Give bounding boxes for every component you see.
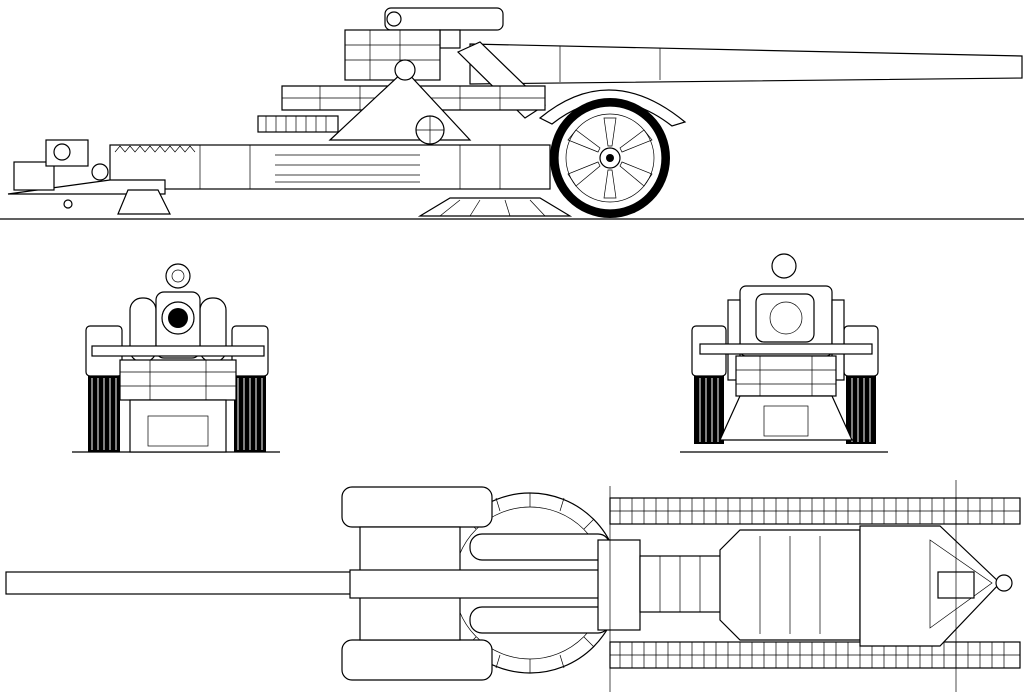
rear-trail-base [719,395,853,441]
plan-front-left-wheel [341,486,493,528]
front-lower-carriage [129,399,227,453]
plan-cross-member [597,539,641,631]
side-track-segments [257,115,339,133]
side-recuperator [384,7,504,49]
plan-barrel-breech [349,569,611,599]
plan-left-cylinder [469,533,611,561]
plan-left-track [609,497,1021,525]
side-rear-float [117,189,171,215]
side-elevation-view [0,7,1024,220]
rear-breech-door [755,293,815,343]
plan-right-track [609,641,1021,669]
side-chassis-beam [109,144,551,190]
top-plan-view [5,480,1021,692]
rear-carriage-body [735,355,837,397]
front-axle-bar [91,345,265,357]
front-recuperator [165,263,191,289]
plan-lunette-ring [995,574,1013,592]
side-trunnion [394,59,416,81]
side-elevation-rack [114,145,196,153]
side-breech [344,29,441,81]
side-trail-end [7,139,166,209]
rear-recuperator [771,253,797,279]
rear-axle-bar [699,343,873,355]
rear-elevation-view [680,253,888,453]
plan-right-cylinder [469,606,611,634]
side-barrel [469,43,1023,85]
side-road-wheel [550,98,670,218]
side-firing-base [417,197,573,217]
front-axle-body [119,359,237,401]
front-right-wheel [231,325,269,452]
front-elevation-view [72,263,280,453]
plan-barrel [5,571,367,595]
plan-front-right-wheel [341,639,493,681]
front-left-wheel [85,325,123,452]
